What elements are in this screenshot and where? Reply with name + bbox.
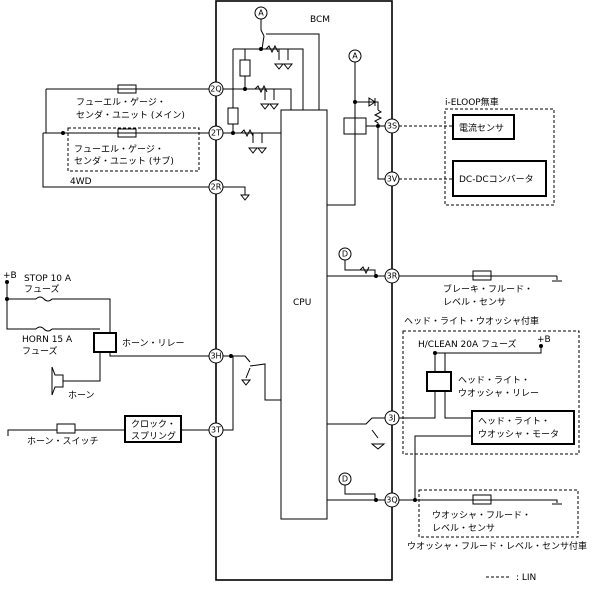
washer-relay-label-2: ウオッシャ・リレー <box>458 388 539 399</box>
headlight-washer-dashed-box <box>402 330 580 455</box>
connector-2r-label: 2R <box>211 183 222 192</box>
washer-motor-box <box>471 410 575 445</box>
clock-spring-box <box>124 415 182 443</box>
horn-relay-box <box>93 332 117 353</box>
fuel-sub-label-1: フューエル・ゲージ・ <box>74 143 164 155</box>
brake-label-1: ブレーキ・フルード・ <box>443 283 533 295</box>
ref-d1-label: D <box>342 250 348 259</box>
horn-label: ホーン <box>68 390 95 401</box>
washer-level-title: ウオッシャ・フルード・レベル・センサ付車 <box>407 540 587 552</box>
ieloop-title: i-ELOOP無車 <box>445 96 499 108</box>
connector-2q <box>208 81 224 97</box>
fuel-sub-label-2: センダ・ユニット (サブ) <box>74 155 174 167</box>
clock-spring-label-1: クロック・ <box>131 419 176 430</box>
ref-d2-label: D <box>342 475 348 484</box>
washer-level-label-1: ウオッシャ・フルード・ <box>432 510 531 521</box>
ref-a-label: A <box>258 9 264 18</box>
horn-switch-label: ホーン・スイッチ <box>27 436 99 447</box>
plus-b-label-left: +B <box>3 271 17 281</box>
connector-3v-label: 3V <box>387 175 398 184</box>
ieloop-dashed-box <box>444 108 555 206</box>
horn-relay-label: ホーン・リレー <box>122 338 185 349</box>
fuel-sub-dashed-box <box>67 127 200 172</box>
washer-motor-label-2: ウオッシャ・モータ <box>478 429 559 440</box>
connector-3r-label: 3R <box>387 272 398 281</box>
current-sensor-box <box>452 114 515 140</box>
plus-b-label-right: +B <box>537 335 551 345</box>
fuel-main-resistor <box>117 84 137 94</box>
headlight-washer-title: ヘッド・ライト・ウオッシャ付車 <box>404 315 539 327</box>
bcm-title: BCM <box>310 15 330 25</box>
brake-label-2: レベル・センサ <box>443 297 506 308</box>
dcdc-converter-box <box>452 160 547 197</box>
lin-legend-label: : LIN <box>516 573 536 583</box>
horn-switch <box>56 423 76 434</box>
connector-2q-label: 2Q <box>210 85 221 94</box>
ref-a2-label: A <box>352 52 358 61</box>
fuel-main-label-2: センダ・ユニット (メイン) <box>76 109 185 121</box>
fourwd-label: 4WD <box>70 177 92 187</box>
washer-motor-label-1: ヘッド・ライト・ <box>478 416 550 427</box>
connector-2t <box>208 125 224 141</box>
clock-spring-label-2: スプリング <box>131 430 176 442</box>
current-sensor-label: 電流センサ <box>459 122 504 134</box>
horn-icon <box>51 366 64 396</box>
hclean-fuse-label: H/CLEAN 20A フューズ <box>418 338 517 350</box>
connector-2r <box>208 179 224 195</box>
stop-fuse-label-1: STOP 10 A <box>24 274 72 284</box>
washer-level-label-2: レベル・センサ <box>432 523 495 534</box>
connector-3t-label: 3T <box>211 426 221 435</box>
connector-2t-label: 2T <box>211 129 221 138</box>
fuel-main-label-1: フューエル・ゲージ・ <box>76 96 166 108</box>
horn-fuse-label-2: フューズ <box>22 345 58 357</box>
horn-fuse-label-1: HORN 15 A <box>22 335 73 345</box>
stop-fuse-label-2: フューズ <box>24 283 60 295</box>
cpu-label: CPU <box>293 298 311 308</box>
connector-3q-label: 3Q <box>386 496 397 505</box>
connector-3j-label: 3J <box>388 414 395 423</box>
bcm-box <box>215 0 393 581</box>
cpu-block <box>280 109 328 520</box>
dcdc-converter-label: DC-DCコンバータ <box>459 174 534 185</box>
brake-switch <box>472 270 492 281</box>
connector-3h-label: 3H <box>210 352 221 361</box>
connector-3s-label: 3S <box>387 122 397 131</box>
washer-level-dashed-box <box>418 489 579 538</box>
washer-relay-label-1: ヘッド・ライト・ <box>458 375 530 386</box>
